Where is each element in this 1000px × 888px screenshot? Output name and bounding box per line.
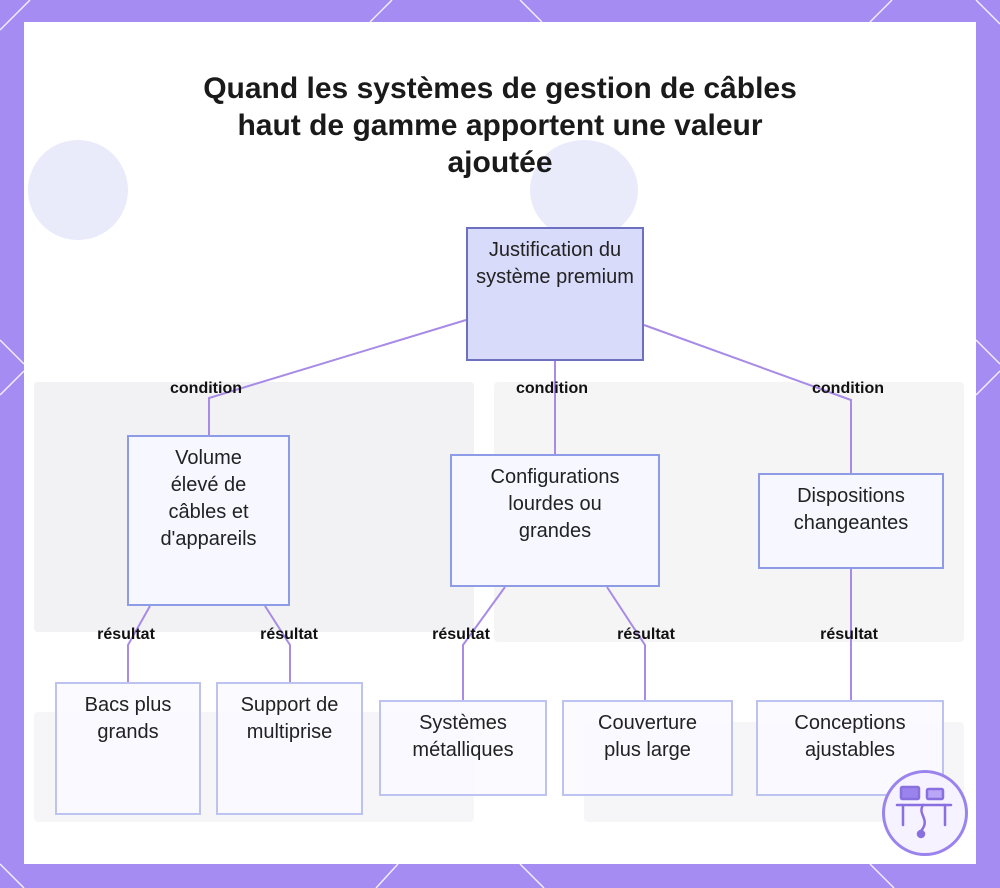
edge-branch-2-result-2 — [606, 586, 646, 700]
background-circle-icon — [28, 140, 128, 240]
edge-label-condition: condition — [170, 380, 242, 397]
result-node-label: Support de multiprise — [240, 694, 339, 743]
edge-root-branch-1 — [208, 319, 467, 436]
diagram-title: Quand les systèmes de gestion de câbles … — [203, 72, 797, 179]
branch-node: Volume élevé de câbles et d'appareils — [127, 435, 290, 606]
root-node: Justification du système premium — [466, 227, 644, 361]
root-node-label: Justification du système premium — [476, 239, 634, 288]
result-node: Support de multiprise — [216, 682, 363, 815]
edge-label-result: résultat — [617, 626, 675, 643]
edge-label-condition: condition — [812, 380, 884, 397]
branch-node-label: Configurations lourdes ou grandes — [490, 466, 620, 542]
edge-label-condition: condition — [516, 380, 588, 397]
desk-setup-icon — [882, 770, 968, 856]
edge-branch-1-result-2 — [264, 605, 291, 682]
result-node: Couverture plus large — [562, 700, 733, 796]
result-node-label: Systèmes métalliques — [412, 712, 514, 761]
result-node-label: Bacs plus grands — [84, 694, 172, 743]
edge-root-branch-3 — [643, 324, 852, 473]
branch-node: Configurations lourdes ou grandes — [450, 454, 660, 587]
background-circle-icon — [530, 140, 638, 240]
result-node: Systèmes métalliques — [379, 700, 547, 796]
edge-branch-1-result-1 — [127, 605, 151, 682]
result-node-label: Conceptions ajustables — [794, 712, 906, 761]
result-node-label: Couverture plus large — [598, 712, 697, 761]
branch-node: Dispositions changeantes — [758, 473, 944, 569]
edge-label-result: résultat — [97, 626, 155, 643]
edge-branch-2-result-1 — [462, 586, 506, 700]
edge-label-result: résultat — [432, 626, 490, 643]
edge-label-result: résultat — [260, 626, 318, 643]
result-node: Bacs plus grands — [55, 682, 201, 815]
edge-label-result: résultat — [820, 626, 878, 643]
branch-node-label: Dispositions changeantes — [793, 485, 909, 534]
branch-node-label: Volume élevé de câbles et d'appareils — [160, 447, 257, 550]
